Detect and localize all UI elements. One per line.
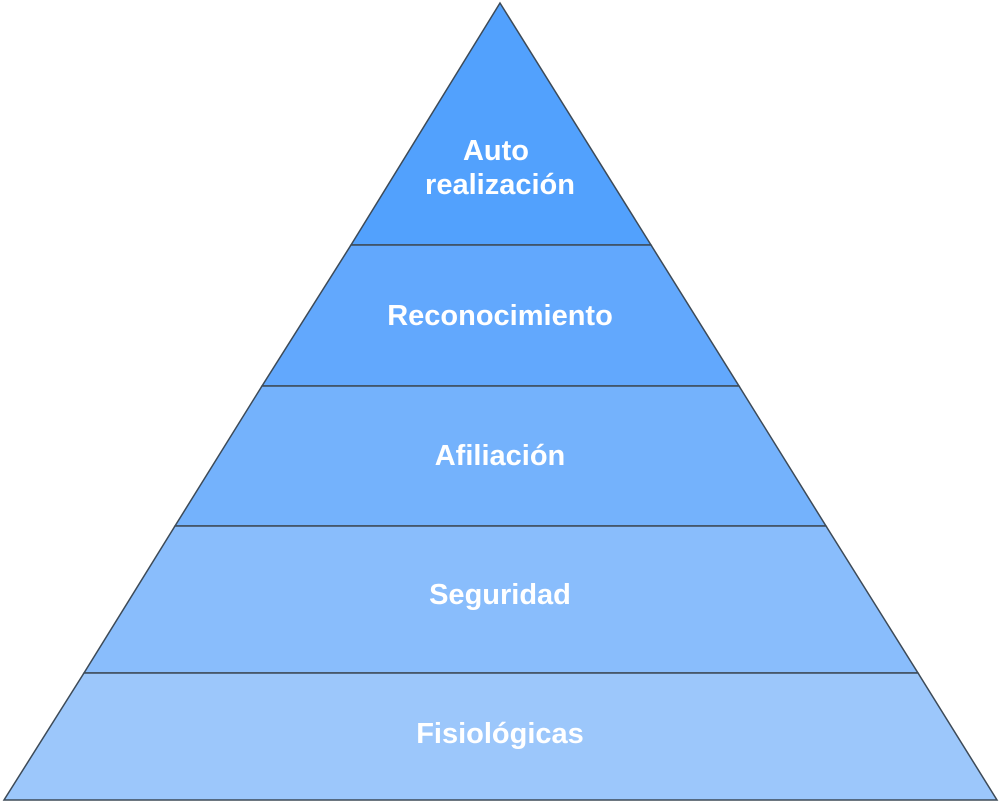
tier-1-label-line-2: realización bbox=[425, 169, 575, 201]
tier-4-label-line-1: Seguridad bbox=[429, 579, 571, 611]
tier-1-shape bbox=[349, 1, 653, 246]
tier-5-label-line-1: Fisiológicas bbox=[416, 718, 584, 750]
pyramid-tier-4: Seguridad bbox=[82, 525, 920, 674]
pyramid-tier-5: Fisiológicas bbox=[2, 672, 999, 801]
tier-3-label: Afiliación bbox=[435, 440, 566, 472]
tier-5-shape bbox=[2, 672, 999, 801]
pyramid-tier-3: Afiliación bbox=[173, 385, 828, 527]
pyramid-tier-2: Reconocimiento bbox=[260, 244, 741, 387]
tier-1-label-line-1: Auto bbox=[463, 135, 529, 167]
tier-2-label: Reconocimiento bbox=[387, 300, 613, 332]
tier-1-label: Auto realización bbox=[425, 135, 575, 201]
tier-2-label-line-1: Reconocimiento bbox=[387, 300, 613, 332]
tier-4-label: Seguridad bbox=[429, 579, 571, 611]
tier-3-label-line-1: Afiliación bbox=[435, 440, 566, 472]
pyramid-tier-1: Auto realización bbox=[349, 1, 653, 246]
tier-5-label: Fisiológicas bbox=[416, 718, 584, 750]
